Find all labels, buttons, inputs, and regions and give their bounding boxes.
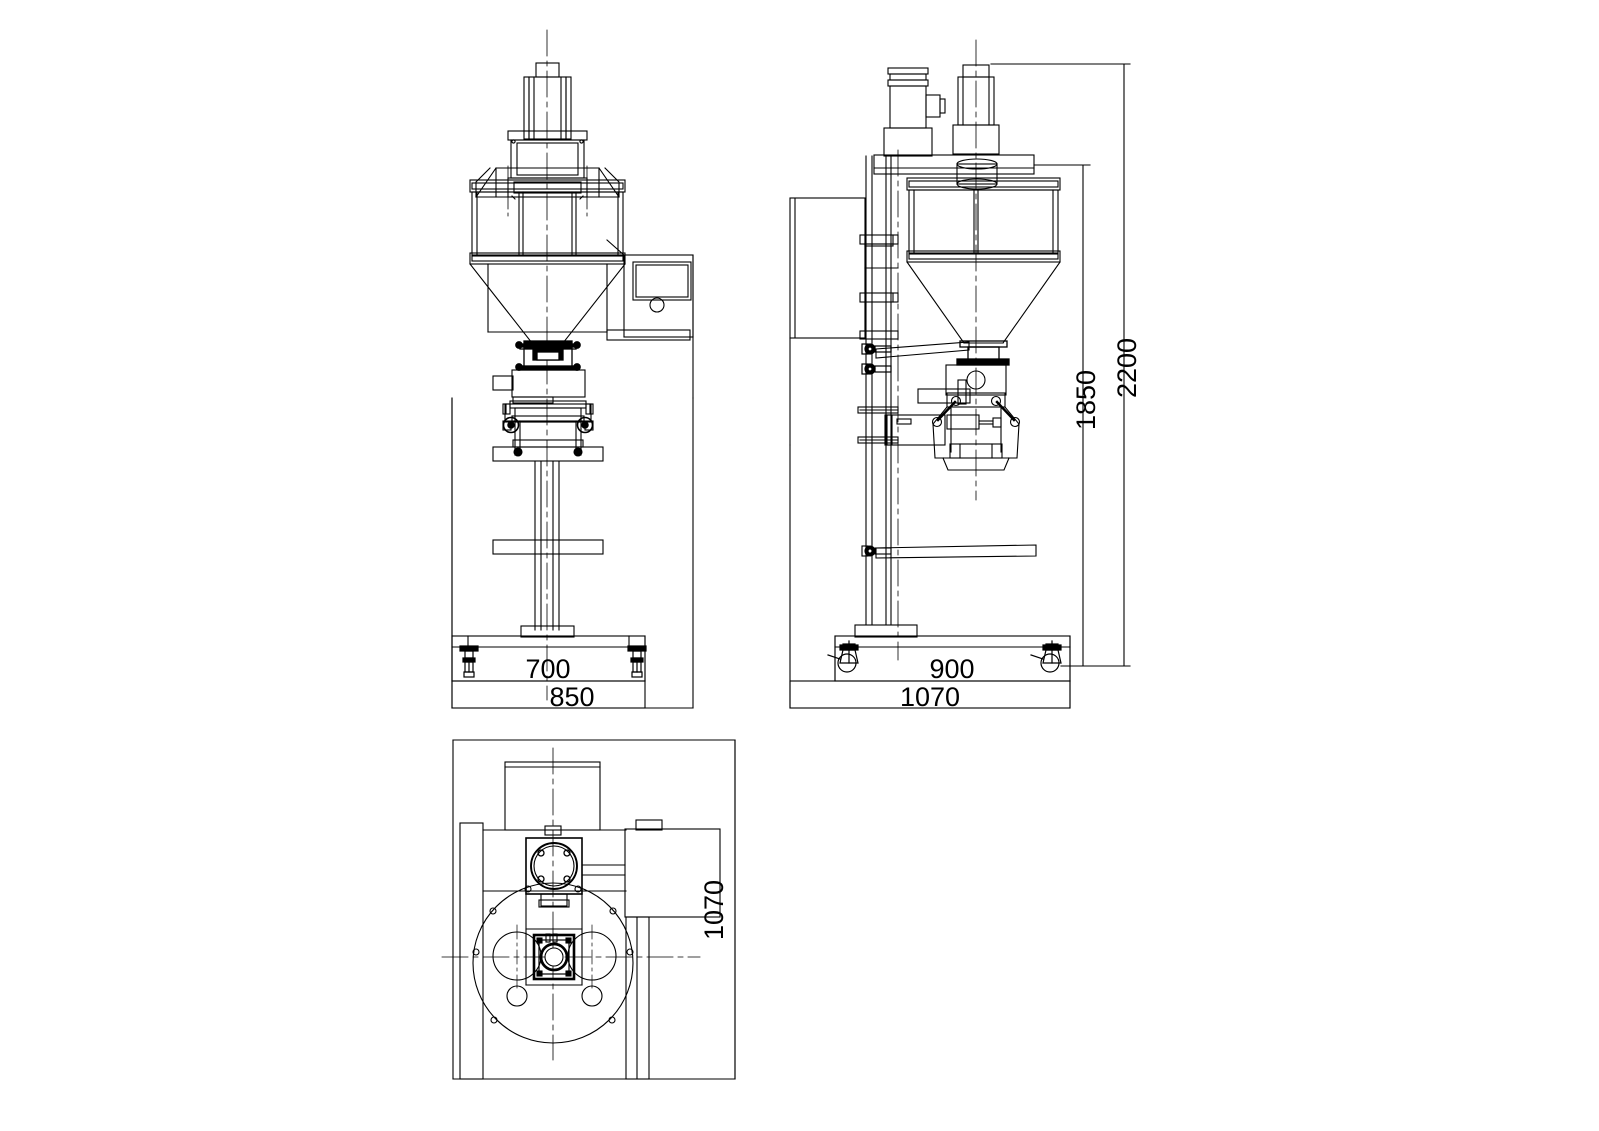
plan-view bbox=[441, 739, 736, 1080]
motor-footprint bbox=[504, 761, 601, 836]
mast-support-beam-left bbox=[459, 822, 484, 1080]
small-hole-right bbox=[581, 985, 603, 1007]
mast-slide-clamp-upper[interactable] bbox=[861, 343, 892, 355]
electrical-cabinet-plan bbox=[624, 819, 721, 918]
swivel-caster-left bbox=[827, 640, 859, 673]
dosing-valve-flange-side bbox=[956, 340, 1010, 366]
vacuum-conveyor-motor bbox=[883, 67, 946, 157]
conical-hopper bbox=[469, 263, 626, 344]
foot-pedal-bracket[interactable] bbox=[857, 379, 971, 446]
front-view bbox=[451, 29, 694, 709]
dimension-text-1070: 1070 bbox=[900, 682, 960, 712]
dimension-text-900: 900 bbox=[929, 654, 974, 684]
hopper-circle bbox=[472, 882, 634, 1044]
cabinet-connection-duct bbox=[582, 864, 626, 876]
dosing-valve bbox=[502, 400, 594, 423]
inspection-port-centerlines bbox=[516, 924, 593, 989]
hopper-bottom-rim bbox=[469, 252, 626, 265]
auger-screw-housing bbox=[492, 369, 586, 404]
bag-clamp-assembly[interactable] bbox=[931, 392, 1021, 471]
dimension-1070 bbox=[789, 444, 1071, 709]
cabinet-mount-plate bbox=[864, 243, 899, 332]
auger-carrier-plate bbox=[525, 893, 583, 986]
square-flange-top bbox=[525, 837, 583, 908]
leveling-foot-right bbox=[627, 645, 647, 678]
mast-bracket-base bbox=[859, 330, 899, 340]
dimension-text-1850: 1850 bbox=[1071, 370, 1101, 430]
dimension-2200 bbox=[990, 63, 1131, 667]
shelf-plate bbox=[492, 539, 604, 555]
agitator-drive-motor bbox=[523, 62, 572, 140]
hopper-bin-side bbox=[908, 189, 1059, 254]
agitator-neck bbox=[956, 158, 998, 190]
lower-shelf-arm bbox=[861, 544, 1037, 559]
dimension-labels: 700 850 900 1070 1850 2200 1070 bbox=[525, 338, 1142, 940]
auger-outlet-flange bbox=[515, 340, 581, 371]
mast-base-plate bbox=[854, 624, 918, 638]
dimension-text-2200: 2200 bbox=[1112, 338, 1142, 398]
dosing-valve-body-side bbox=[945, 364, 1007, 396]
column-base-plate bbox=[520, 625, 575, 638]
plan-view-centerlines bbox=[441, 747, 701, 1061]
dimension-text-700: 700 bbox=[525, 654, 570, 684]
dimension-text-1070-plan: 1070 bbox=[699, 880, 729, 940]
dimension-text-850: 850 bbox=[549, 682, 594, 712]
gearbox bbox=[507, 130, 588, 179]
leveling-foot-left bbox=[459, 645, 479, 678]
valve-mounting-plate bbox=[492, 439, 604, 462]
indicator-lamp bbox=[649, 297, 665, 313]
electrical-cabinet bbox=[789, 197, 866, 446]
small-hole-left bbox=[506, 985, 528, 1007]
swivel-caster-right bbox=[1030, 640, 1062, 673]
hopper-bin bbox=[471, 191, 624, 256]
deck-plate-band bbox=[482, 829, 627, 892]
center-outlet-flange bbox=[532, 933, 576, 981]
mast-slide-clamp-lower[interactable] bbox=[861, 363, 892, 375]
agitator-drive-motor-side bbox=[952, 64, 1000, 155]
support-gusset-arm bbox=[875, 341, 970, 359]
support-column bbox=[534, 460, 560, 631]
dimension-850 bbox=[451, 397, 694, 709]
hopper-bottom-rim-side bbox=[906, 250, 1061, 263]
side-view bbox=[789, 39, 1131, 709]
panel-support-arm bbox=[606, 239, 691, 341]
conical-hopper-side bbox=[906, 261, 1061, 344]
mast-bracket-lower bbox=[859, 292, 899, 303]
hopper-lid-centerlines bbox=[507, 165, 588, 217]
bolt-circle-holes bbox=[472, 885, 634, 1024]
control-panel-hmi[interactable] bbox=[623, 254, 694, 399]
